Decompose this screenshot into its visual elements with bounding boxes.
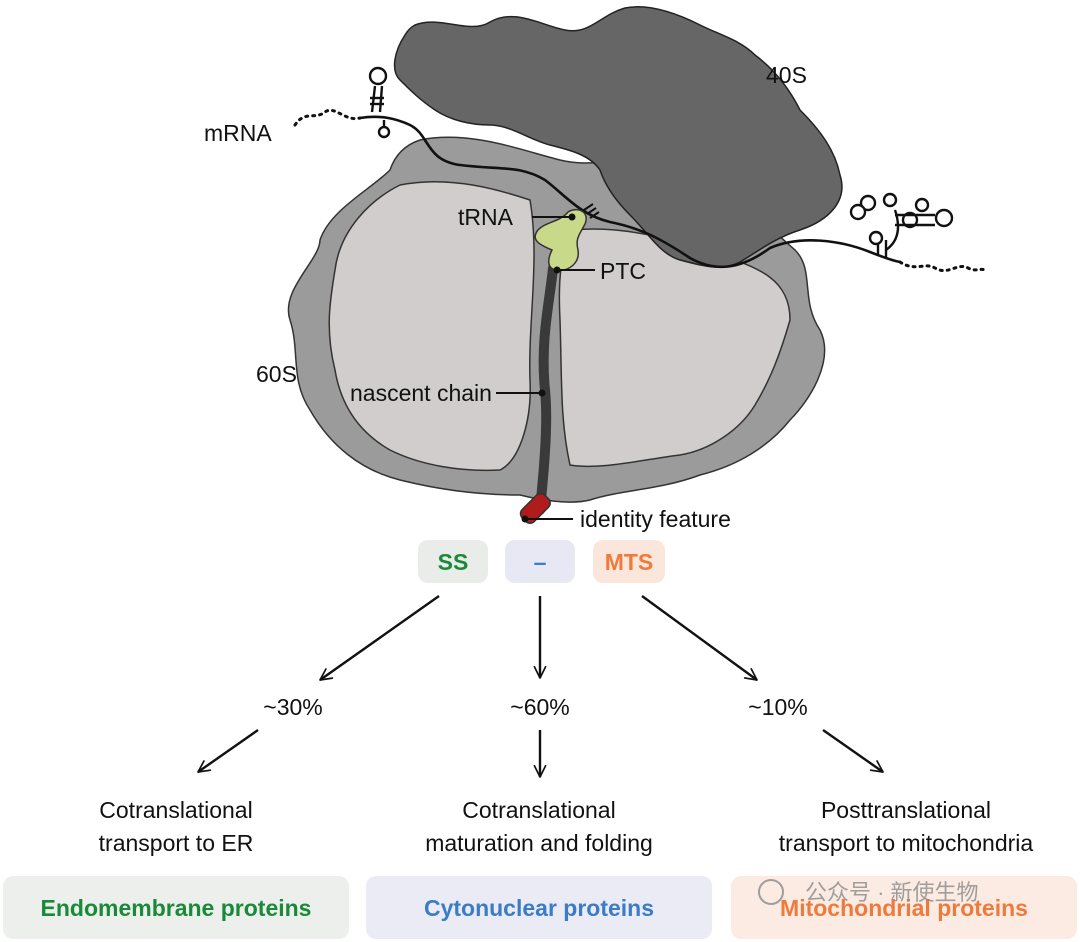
signal-none-label: –: [534, 549, 547, 575]
signal-mts: MTS: [593, 540, 665, 583]
signal-ss-label: SS: [438, 549, 469, 575]
pathway-cytonuclear-line2: maturation and folding: [425, 830, 653, 856]
arrow-mts-to-mito: [641, 595, 758, 681]
category-mitochondrial-box: [731, 876, 1077, 939]
category-mitochondrial: Mitochondrial proteins: [731, 876, 1077, 939]
signal-mts-label: MTS: [605, 549, 654, 575]
mrna-5prime-structure: [368, 66, 391, 139]
percent-cytonuclear: ~60%: [510, 694, 569, 720]
60s-subunit-inner-left: [328, 180, 535, 472]
signal-mts-box: [593, 540, 665, 583]
category-endomembrane-box: [3, 876, 349, 939]
wechat-icon: [758, 879, 784, 905]
label-trna: tRNA: [458, 204, 514, 230]
category-cytonuclear: Cytonuclear proteins: [366, 876, 712, 939]
label-identity-feature: identity feature: [580, 506, 731, 532]
nascent-chain: [535, 263, 558, 515]
category-cytonuclear-label: Cytonuclear proteins: [424, 895, 654, 921]
signal-none-box: [505, 540, 575, 583]
watermark: 公众号 · 新使生物: [758, 879, 979, 905]
mrna-strand: [358, 115, 902, 269]
mrna-5prime-tail: [293, 108, 362, 127]
arrow-er-lower: [197, 729, 259, 773]
leader-lines: [496, 216, 595, 520]
percent-er: ~30%: [263, 694, 322, 720]
pathway-mito-line2: transport to mitochondria: [779, 830, 1034, 856]
arrow-ss-to-er: [319, 595, 440, 681]
mrna-3prime-structure: [849, 192, 954, 258]
mrna-3prime-tail: [898, 260, 987, 273]
signal-ss-box: [418, 540, 488, 583]
pathway-er-line2: transport to ER: [99, 830, 254, 856]
codon-anticodon-ticks: [583, 203, 600, 219]
40s-subunit: [393, 6, 843, 268]
category-endomembrane-label: Endomembrane proteins: [41, 895, 312, 921]
signal-ss: SS: [418, 540, 488, 583]
pathway-cytonuclear-line1: Cotranslational: [462, 797, 615, 823]
label-ptc: PTC: [600, 258, 646, 284]
category-mitochondrial-label: Mitochondrial proteins: [780, 895, 1028, 921]
label-mrna: mRNA: [204, 120, 272, 146]
leader-dots: [521, 213, 576, 523]
signal-none: –: [505, 540, 575, 583]
percent-mito: ~10%: [748, 694, 807, 720]
pathway-er-line1: Cotranslational: [99, 797, 252, 823]
label-60s: 60S: [256, 361, 297, 387]
watermark-text: 公众号 · 新使生物: [805, 880, 979, 905]
label-nascent-chain: nascent chain: [350, 380, 492, 406]
category-endomembrane: Endomembrane proteins: [3, 876, 349, 939]
label-40s: 40S: [766, 62, 807, 88]
category-cytonuclear-box: [366, 876, 712, 939]
pathway-mito-line1: Posttranslational: [821, 797, 991, 823]
arrow-mito-lower: [822, 729, 884, 773]
arrows-lower: [197, 729, 884, 778]
arrows-upper: [319, 595, 758, 681]
